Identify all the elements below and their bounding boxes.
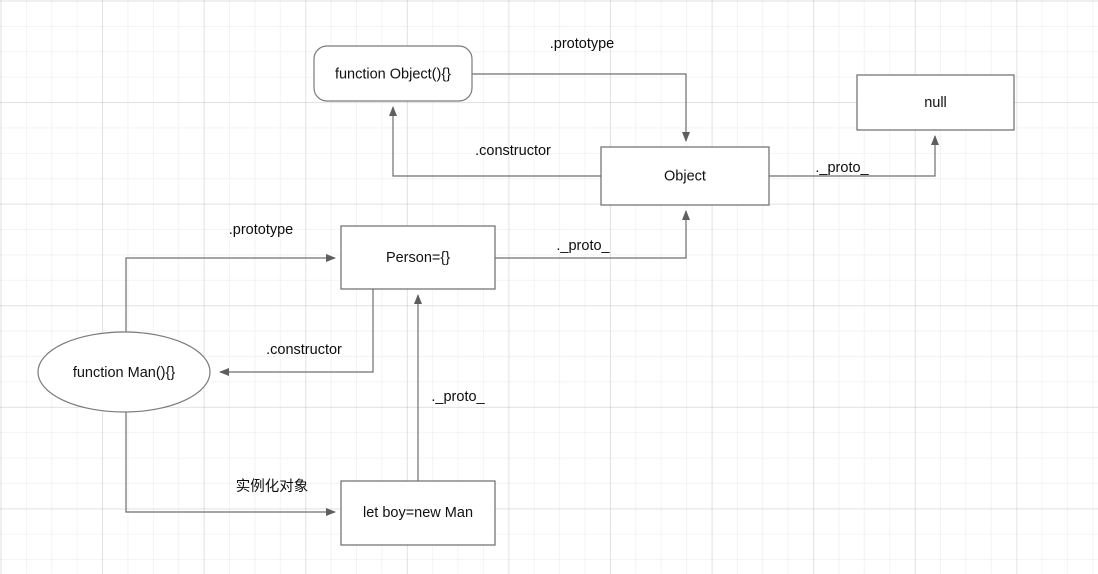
edge-person-to-man [219, 289, 374, 376]
node-let-boy[interactable]: let boy=new Man [340, 480, 496, 546]
edge-label-constructor-object: .constructor [475, 143, 551, 159]
node-null-shape[interactable] [856, 74, 1015, 131]
edge-label-proto-person-object: ._proto_ [556, 238, 610, 254]
nodes-layer: function Object(){} Object null Person={… [37, 45, 1015, 546]
edge-label-constructor-man: .constructor [266, 342, 342, 358]
edge-label-proto-boy-person: ._proto_ [431, 389, 485, 405]
node-object-shape[interactable] [600, 146, 770, 206]
node-function-man[interactable]: function Man(){} [37, 331, 211, 413]
node-person-label: Person={} [386, 250, 450, 266]
node-function-object-shape[interactable] [313, 45, 473, 102]
edge-object-fn-to-object [472, 73, 690, 142]
node-function-object[interactable]: function Object(){} [313, 45, 473, 102]
edge-man-to-boy [125, 411, 336, 516]
node-let-boy-shape[interactable] [340, 480, 496, 546]
edge-label-prototype-object: .prototype [550, 36, 615, 52]
edges-layer: .prototype .constructor ._proto_ .protot… [125, 36, 939, 516]
node-function-object-label: function Object(){} [335, 66, 451, 82]
node-null-label: null [924, 95, 947, 111]
node-function-man-shape[interactable] [37, 331, 211, 413]
node-object-label: Object [664, 168, 706, 184]
node-function-man-label: function Man(){} [73, 365, 176, 381]
node-let-boy-label: let boy=new Man [363, 505, 473, 521]
node-person-shape[interactable] [340, 225, 496, 290]
edge-object-to-null [769, 135, 939, 177]
edge-person-to-object [495, 210, 690, 259]
edge-object-to-object-fn [389, 106, 601, 177]
edge-label-proto-null: ._proto_ [815, 160, 869, 176]
edge-man-to-person [125, 254, 336, 332]
node-person[interactable]: Person={} [340, 225, 496, 290]
node-object[interactable]: Object [600, 146, 770, 206]
node-null[interactable]: null [856, 74, 1015, 131]
edge-label-instantiate-object: 实例化对象 [236, 478, 309, 495]
edge-label-prototype-person: .prototype [229, 222, 294, 238]
